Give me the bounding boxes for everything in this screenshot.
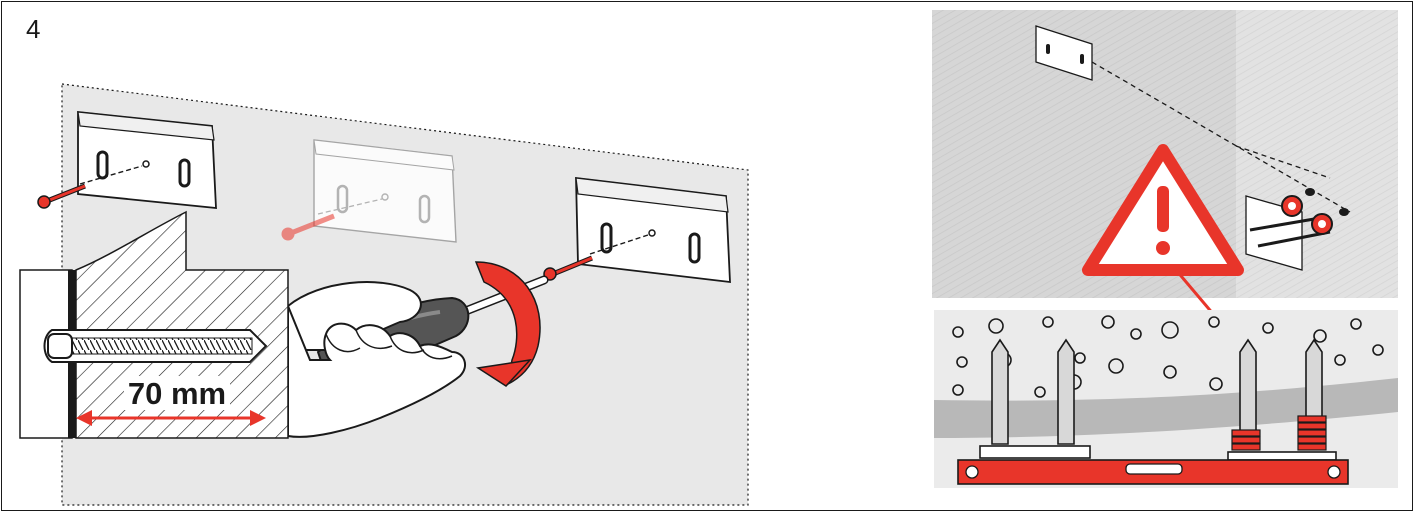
wall-bracket-middle	[314, 140, 456, 242]
anchor-depth-label: 70 mm	[128, 376, 226, 411]
wall-bracket-right	[576, 178, 730, 282]
wall-bracket-left	[78, 112, 216, 208]
spirit-level-icon	[958, 460, 1348, 484]
left-panel: 70 mm	[20, 84, 748, 505]
anchor-spacing-diagram	[934, 310, 1398, 488]
